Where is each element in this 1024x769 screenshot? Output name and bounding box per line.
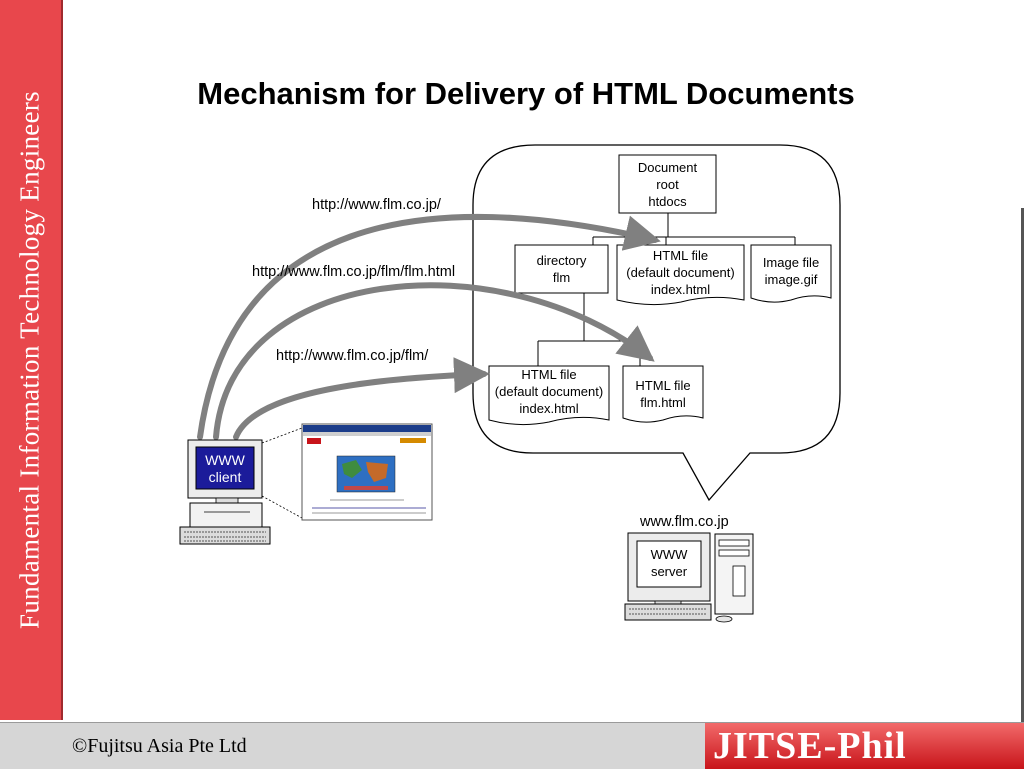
zoom-line-top <box>261 427 303 444</box>
zoom-line-bottom <box>261 495 303 519</box>
delivery-diagram <box>179 144 841 623</box>
footer: ©Fujitsu Asia Pte Ltd JITSE-Phil <box>0 722 1024 769</box>
sidebar: Fundamental Information Technology Engin… <box>0 0 63 720</box>
request-arrow-root <box>197 213 661 440</box>
client-computer <box>179 439 271 545</box>
node-html-flm-file <box>622 365 704 423</box>
client-label: WWW client <box>205 452 245 485</box>
node-html-flm-index <box>488 365 610 426</box>
node-directory-flm <box>514 244 609 294</box>
right-edge-bar <box>1021 208 1024 722</box>
url-label-flm-file: http://www.flm.co.jp/flm/flm.html <box>252 264 456 280</box>
node-image-label: Image file image.gif <box>762 255 820 287</box>
server-computer <box>624 532 754 623</box>
node-directory-label: directory flm <box>536 253 587 285</box>
server-label: WWW server <box>650 547 688 579</box>
node-docroot-label: Document root htdocs <box>637 160 698 209</box>
node-docroot <box>618 154 717 214</box>
request-arrow-flm-dir <box>233 357 490 440</box>
node-html-flm-index-label: HTML file (default document) index.html <box>494 367 604 416</box>
node-html-root-label: HTML file (default document) index.html <box>626 248 735 297</box>
node-image <box>750 244 832 303</box>
browser-thumbnail <box>301 423 433 521</box>
jitse-logo: JITSE-Phil <box>705 723 1024 769</box>
node-html-flm-file-label: HTML file flm.html <box>635 378 691 410</box>
logo-text: JITSE-Phil <box>713 725 907 767</box>
url-label-flm-dir: http://www.flm.co.jp/flm/ <box>276 348 429 364</box>
node-html-root <box>616 244 745 306</box>
request-arrow-flm-file <box>213 282 655 440</box>
server-host-label: www.flm.co.jp <box>640 514 729 530</box>
url-label-root: http://www.flm.co.jp/ <box>312 197 441 213</box>
slide-title: Mechanism for Delivery of HTML Documents <box>197 76 855 111</box>
copyright-text: ©Fujitsu Asia Pte Ltd <box>72 735 247 757</box>
